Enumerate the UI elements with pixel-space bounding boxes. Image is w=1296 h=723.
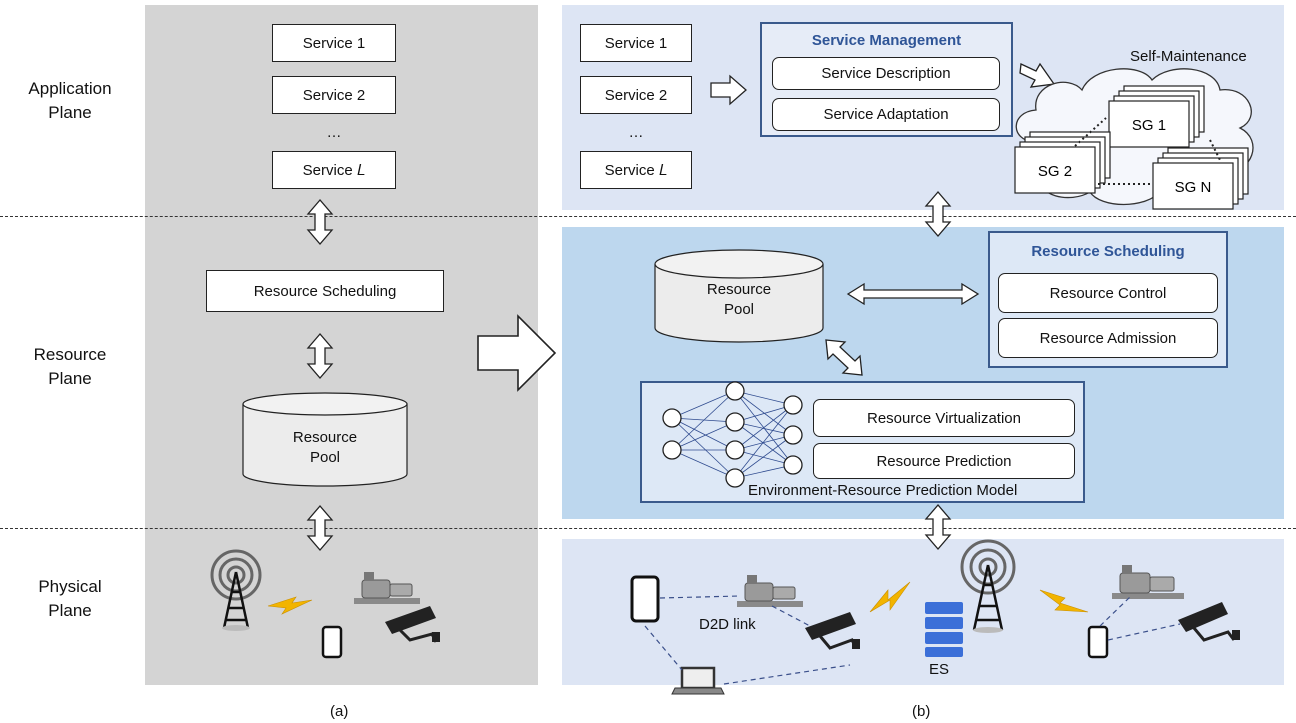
application-plane-label: Application Plane	[0, 77, 140, 125]
nn-edge	[734, 421, 794, 466]
es-label: ES	[929, 661, 950, 678]
prediction-model-title: Environment-Resource Prediction Model	[748, 482, 1018, 499]
nn-edge	[734, 421, 794, 436]
nn-edge	[671, 417, 736, 479]
nn-edge	[734, 449, 794, 466]
separator-resource-physical	[0, 528, 1296, 529]
panel-a-resource-pool-cylinder	[242, 392, 408, 487]
nn-edge	[671, 390, 736, 419]
panel-b-service-ellipsis: …	[628, 124, 644, 141]
panel-a-service-1: Service 1	[272, 24, 396, 62]
service-adaptation-box: Service Adaptation	[772, 98, 1000, 131]
base-station-tower-icon	[210, 549, 262, 631]
nn-edge	[734, 404, 794, 479]
base-station-tower-icon	[960, 539, 1016, 633]
panel-a-resource-pool-line2: Pool	[309, 449, 341, 466]
caption-b: (b)	[912, 703, 931, 720]
surveillance-camera-icon	[805, 612, 860, 650]
sg-link-1-2	[1074, 117, 1107, 147]
physical-plane-label-line1: Physical	[38, 577, 102, 596]
nn-edge	[734, 464, 794, 479]
industrial-machine-icon	[354, 572, 420, 604]
panel-a-resource-pool-line1: Resource	[292, 429, 358, 446]
panel-b-resource-pool-label: Resource Pool	[676, 280, 802, 320]
nn-edge	[671, 449, 736, 479]
panel-b-arrow-resource-physical	[925, 504, 951, 550]
application-plane-label-line1: Application	[28, 79, 112, 98]
sg-link-1-n	[1209, 139, 1221, 161]
resource-plane-label: Resource Plane	[0, 343, 140, 391]
panel-b-service-l: Service 𝐿	[580, 151, 692, 189]
panel-b-service-2: Service 2	[580, 76, 692, 114]
caption-a: (a)	[330, 703, 349, 720]
nn-edge	[671, 390, 736, 451]
separator-application-resource	[0, 216, 1296, 217]
surveillance-camera-icon	[1178, 602, 1240, 642]
services-to-management-arrow	[710, 74, 747, 106]
panel-a-background	[145, 5, 538, 685]
nn-edge	[671, 421, 736, 451]
resource-admission-box: Resource Admission	[998, 318, 1218, 358]
edge-server-icon	[925, 602, 963, 657]
nn-nodes	[662, 381, 803, 488]
smartphone-icon	[630, 575, 660, 623]
smartphone-icon	[1087, 625, 1109, 659]
neural-network-icon	[671, 390, 794, 479]
industrial-machine-icon	[737, 575, 803, 607]
panel-b-resource-pool-cylinder	[654, 249, 824, 343]
management-to-self-maintenance-arrow	[1019, 62, 1056, 88]
nn-edge	[734, 404, 794, 423]
service-management-title: Service Management	[811, 32, 962, 49]
resource-plane-label-line2: Plane	[48, 369, 92, 388]
service-description-box: Service Description	[772, 57, 1000, 90]
sg-1-stack	[1108, 85, 1205, 148]
nn-edge	[671, 417, 736, 451]
laptop-icon	[671, 666, 725, 695]
panel-a-arrow-pool-physical	[307, 505, 333, 551]
nn-edge	[734, 390, 794, 406]
panel-a-service-ellipsis: …	[326, 124, 342, 141]
panel-a-arrow-service-scheduling	[307, 199, 333, 245]
resource-plane-label-line1: Resource	[33, 345, 107, 364]
panel-a-resource-scheduling: Resource Scheduling	[206, 270, 444, 312]
physical-plane-label: Physical Plane	[0, 575, 140, 623]
pool-scheduling-arrow	[846, 282, 980, 306]
d2d-link-label: D2D link	[699, 616, 756, 633]
application-plane-label-line2: Plane	[48, 103, 92, 122]
resource-control-box: Resource Control	[998, 273, 1218, 313]
surveillance-camera-icon	[385, 606, 440, 643]
self-maintenance-label: Self-Maintenance	[1130, 48, 1247, 65]
resource-prediction-box: Resource Prediction	[813, 443, 1075, 479]
panel-a-service-2: Service 2	[272, 76, 396, 114]
sg-1-label: SG 1	[1132, 117, 1166, 134]
resource-scheduling-title: Resource Scheduling	[1031, 243, 1185, 260]
physical-plane-label-line2: Plane	[48, 601, 92, 620]
sg-n-stack	[1152, 147, 1249, 210]
lightning-icon	[267, 596, 313, 615]
nn-edge	[734, 390, 794, 436]
sg-2-stack	[1014, 131, 1111, 194]
lightning-icon	[869, 581, 911, 613]
nn-edge	[734, 434, 794, 451]
panel-b-arrow-app-resource	[925, 191, 951, 237]
transition-arrow	[477, 314, 557, 392]
sg-n-label: SG N	[1175, 179, 1212, 196]
panel-b-resource-pool-line1: Resource	[706, 281, 772, 298]
resource-virtualization-box: Resource Virtualization	[813, 399, 1075, 437]
panel-a-arrow-scheduling-pool	[307, 333, 333, 379]
industrial-machine-icon	[1112, 565, 1184, 599]
smartphone-icon	[321, 625, 343, 659]
panel-a-service-l: Service 𝐿	[272, 151, 396, 189]
panel-b-physical-plane	[562, 539, 1284, 685]
lightning-icon	[1039, 589, 1089, 613]
wireless-links	[644, 595, 1181, 685]
sg-2-label: SG 2	[1038, 163, 1072, 180]
pool-model-arrow	[825, 339, 863, 376]
panel-b-service-1: Service 1	[580, 24, 692, 62]
panel-a-resource-pool-label: Resource Pool	[262, 428, 388, 468]
panel-b-resource-pool-line2: Pool	[723, 301, 755, 318]
nn-edge	[734, 404, 794, 451]
nn-edge	[734, 434, 794, 479]
